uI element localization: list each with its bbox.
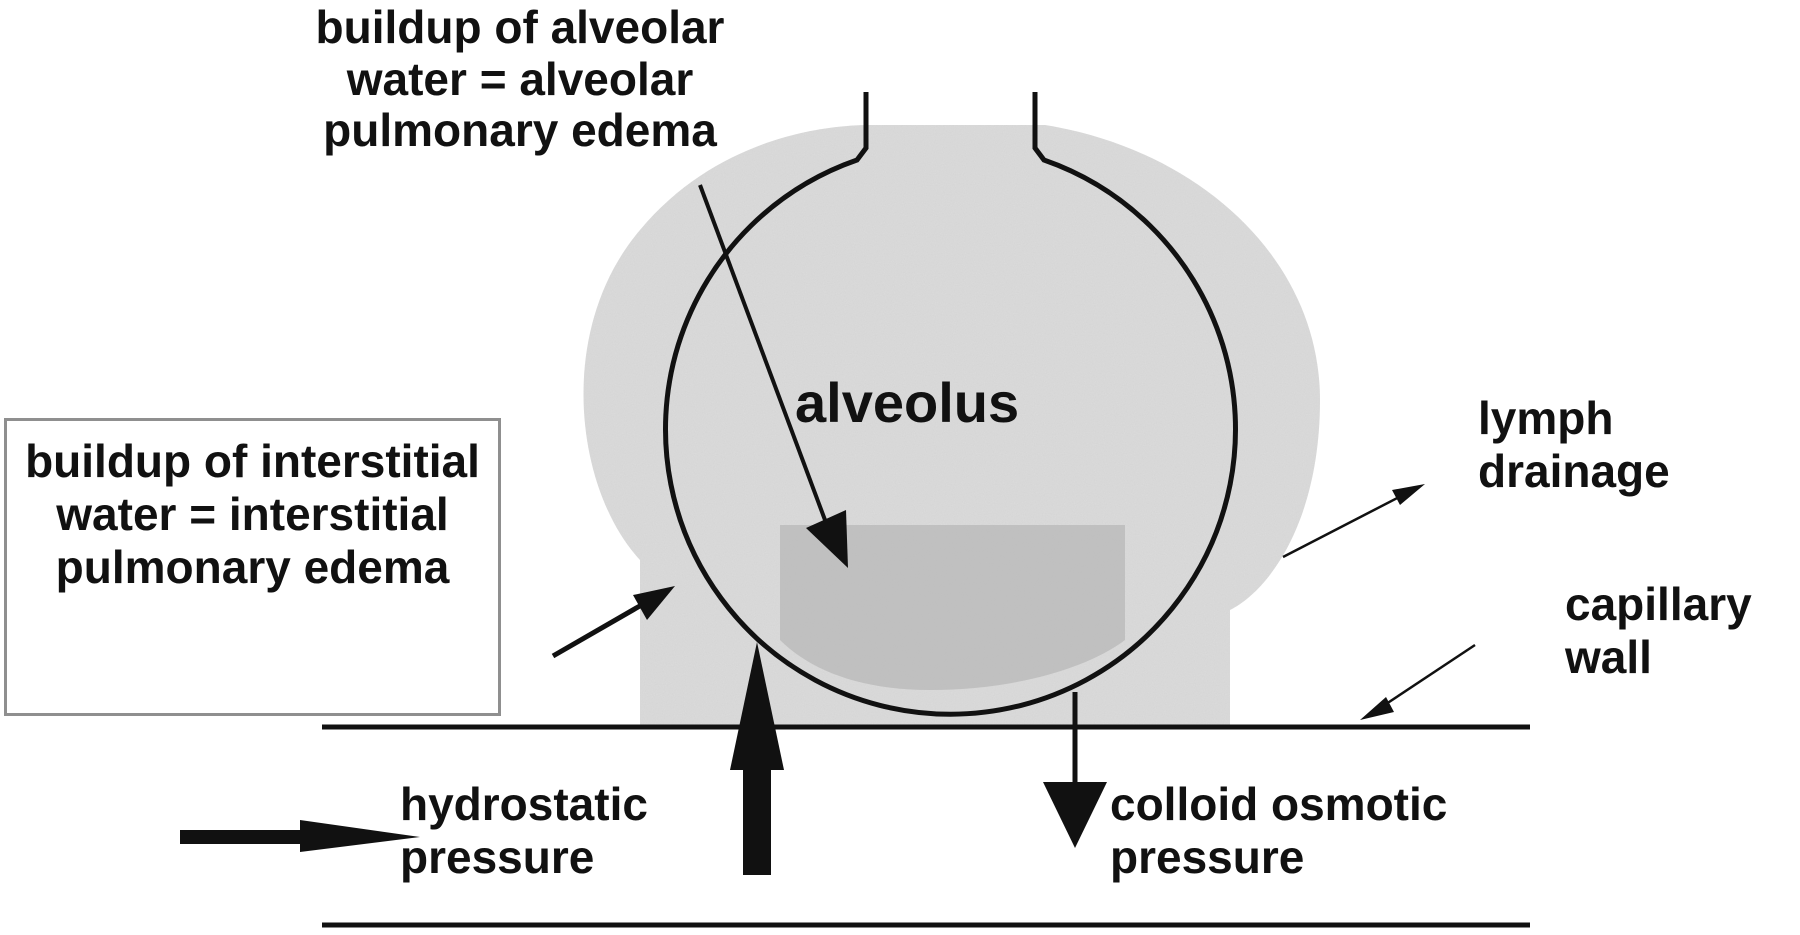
colloid-osmotic-arrow xyxy=(1043,692,1107,848)
interstitial-fluid-region xyxy=(583,125,1320,725)
colloid-osmotic-pressure-label: colloid osmotic pressure xyxy=(1110,778,1448,883)
interstitial-edema-box: buildup of interstitial water = intersti… xyxy=(4,418,501,716)
alveolar-fluid-region xyxy=(780,525,1125,690)
capillary-wall-label: capillary wall xyxy=(1565,578,1752,683)
alveolus-wall xyxy=(663,92,1238,717)
interstitial-edema-arrow xyxy=(551,586,675,659)
hydrostatic-pressure-label: hydrostatic pressure xyxy=(400,778,648,883)
lymph-drainage-label: lymph drainage xyxy=(1478,392,1670,497)
hydrostatic-pressure-arrow xyxy=(730,642,784,875)
alveolus-label: alveolus xyxy=(795,371,1020,434)
alveolar-edema-label: buildup of alveolar water = alveolar pul… xyxy=(315,1,725,157)
alveolar-edema-arrow xyxy=(698,184,848,568)
lymph-drainage-arrow xyxy=(1282,484,1425,559)
capillary-wall-arrow xyxy=(1360,643,1476,720)
hydrostatic-flow-arrow xyxy=(180,820,420,852)
